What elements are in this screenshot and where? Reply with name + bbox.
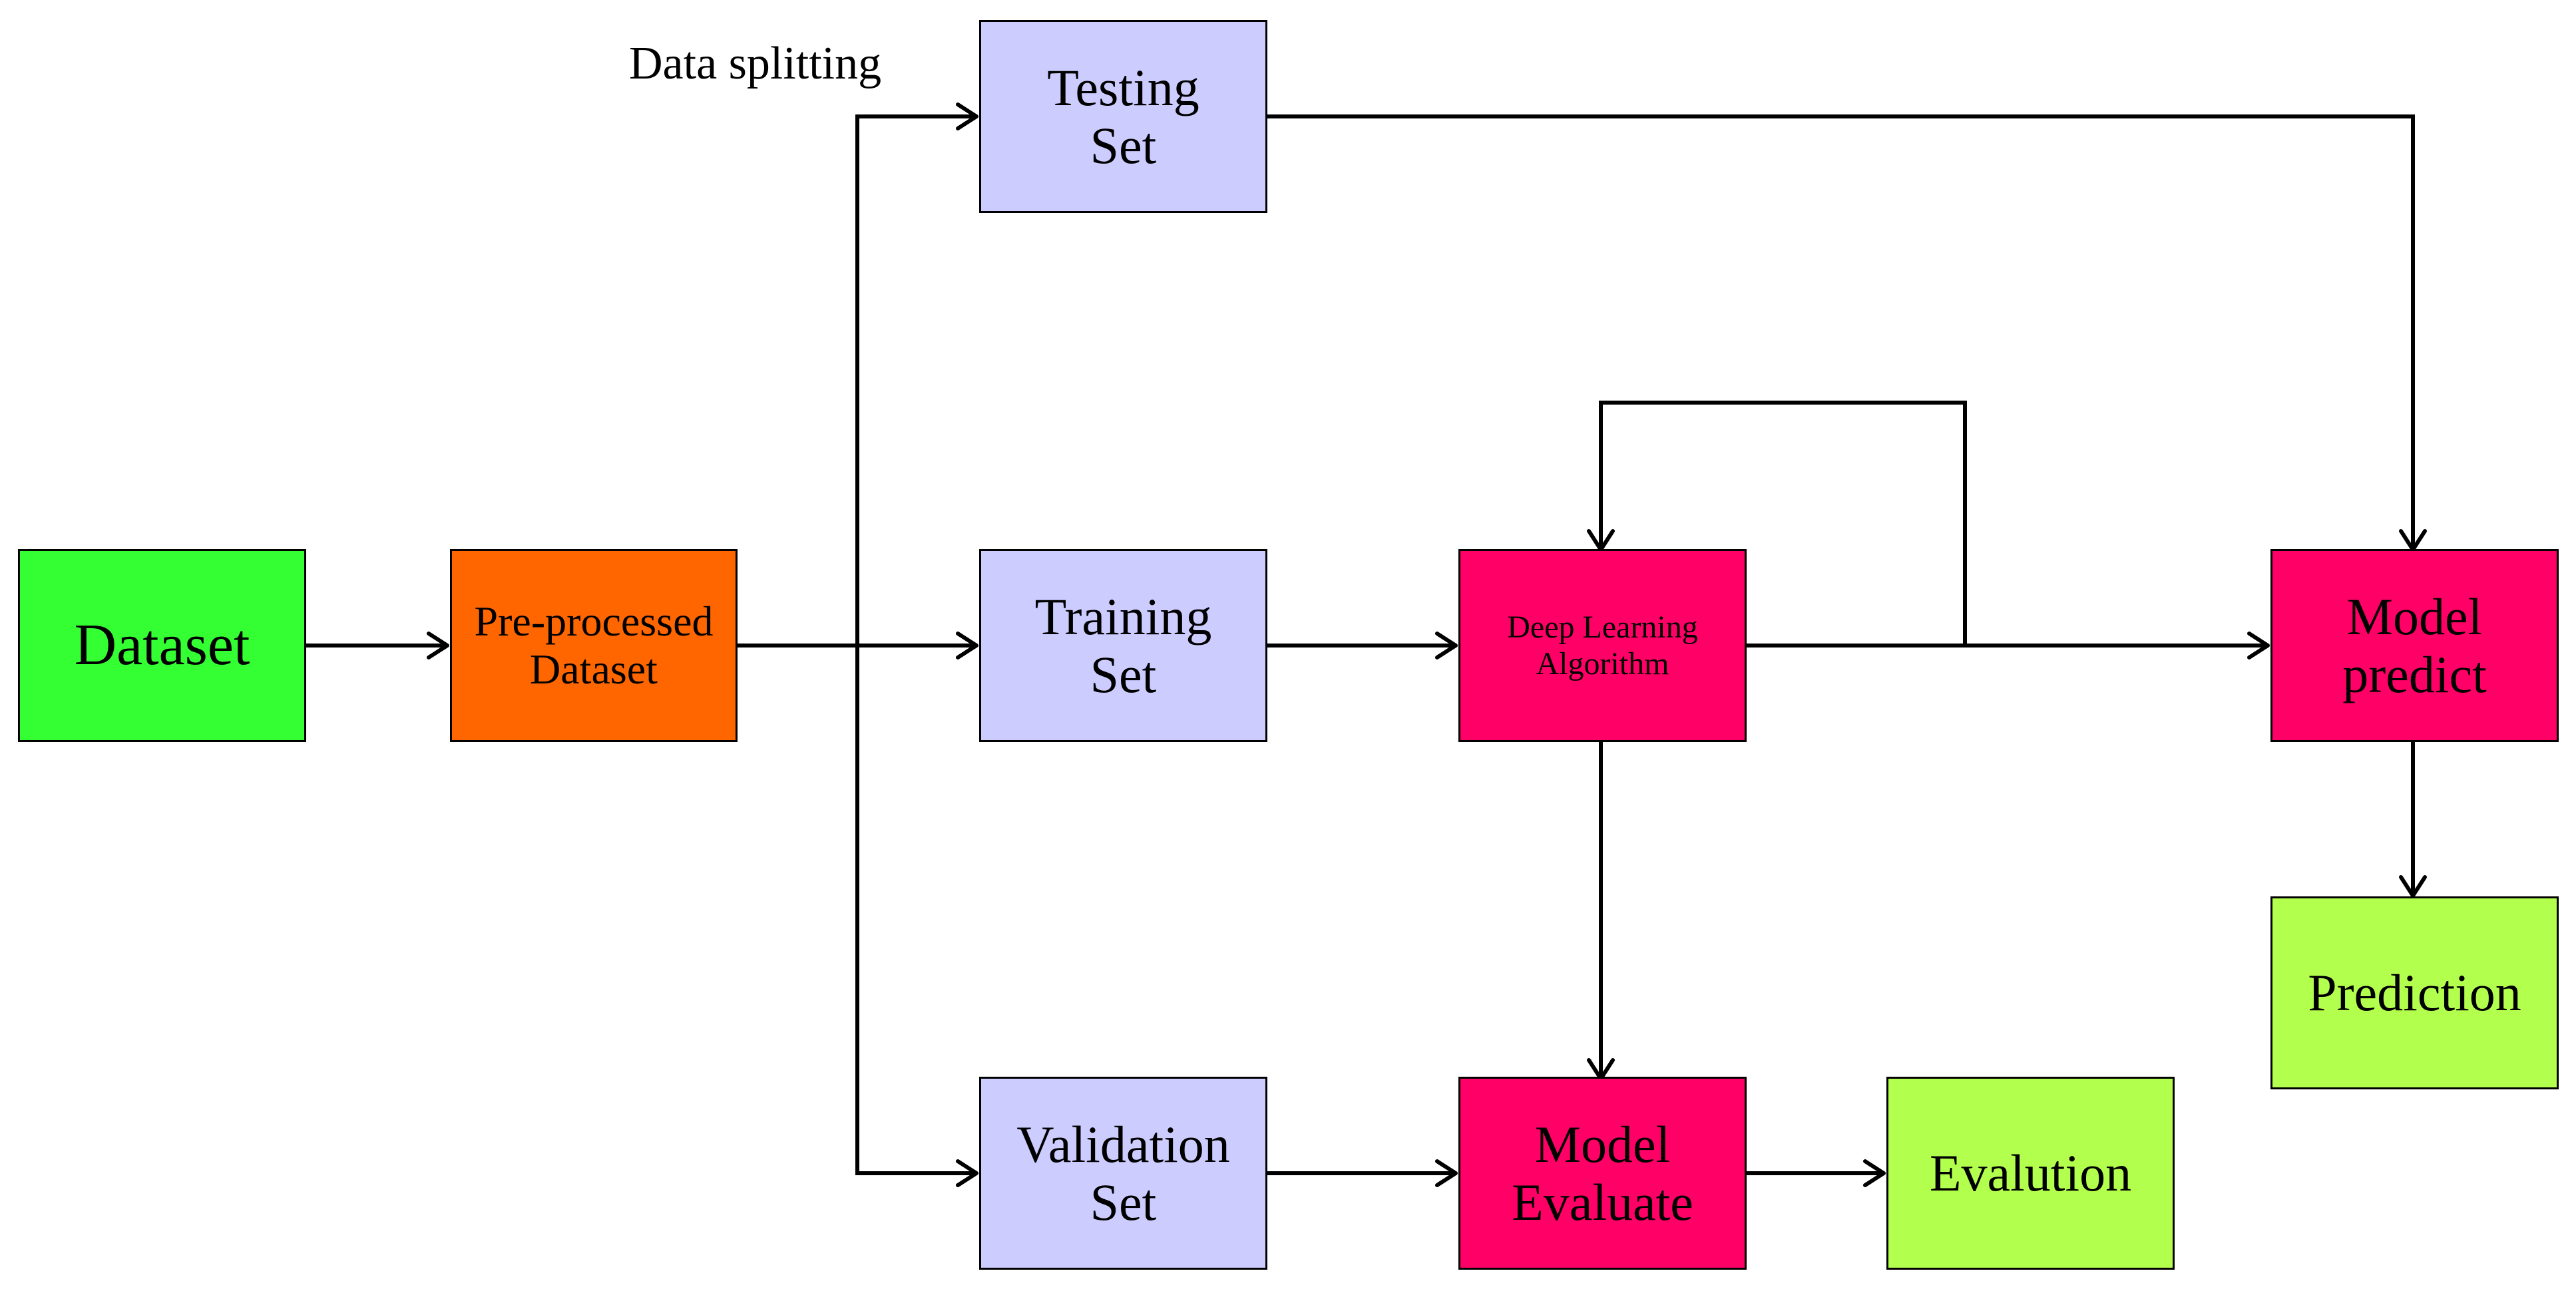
model-evaluate-node: Model Evaluate — [1458, 1077, 1747, 1270]
dataset-node: Dataset — [18, 549, 306, 742]
testing-set-node: Testing Set — [979, 20, 1267, 213]
edge-split-to-testing — [855, 102, 978, 646]
model-predict-node: Model predict — [2270, 549, 2559, 742]
data-splitting-label: Data splitting — [629, 38, 882, 89]
evalution-node: Evalution — [1886, 1077, 2175, 1270]
edge-evaluate-to-evalution — [1747, 1159, 1886, 1187]
deep-learning-algorithm-node: Deep Learning Algorithm — [1458, 549, 1747, 742]
training-set-node: Training Set — [979, 549, 1267, 742]
validation-set-node: Validation Set — [979, 1077, 1267, 1270]
edge-dataset-to-preprocessed — [306, 632, 449, 659]
edge-dl-to-predict — [1747, 632, 2270, 659]
preprocessed-dataset-node: Pre-processed Dataset — [450, 549, 738, 742]
prediction-node: Prediction — [2270, 896, 2559, 1089]
edge-dl-to-evaluate — [1587, 742, 1615, 1081]
edge-testing-to-predict — [1267, 114, 2427, 552]
edge-validation-to-evaluate — [1267, 1159, 1458, 1187]
edge-training-to-dl — [1267, 632, 1458, 659]
edge-predict-to-prediction — [2399, 742, 2427, 898]
edge-split-to-validation — [855, 646, 978, 1187]
